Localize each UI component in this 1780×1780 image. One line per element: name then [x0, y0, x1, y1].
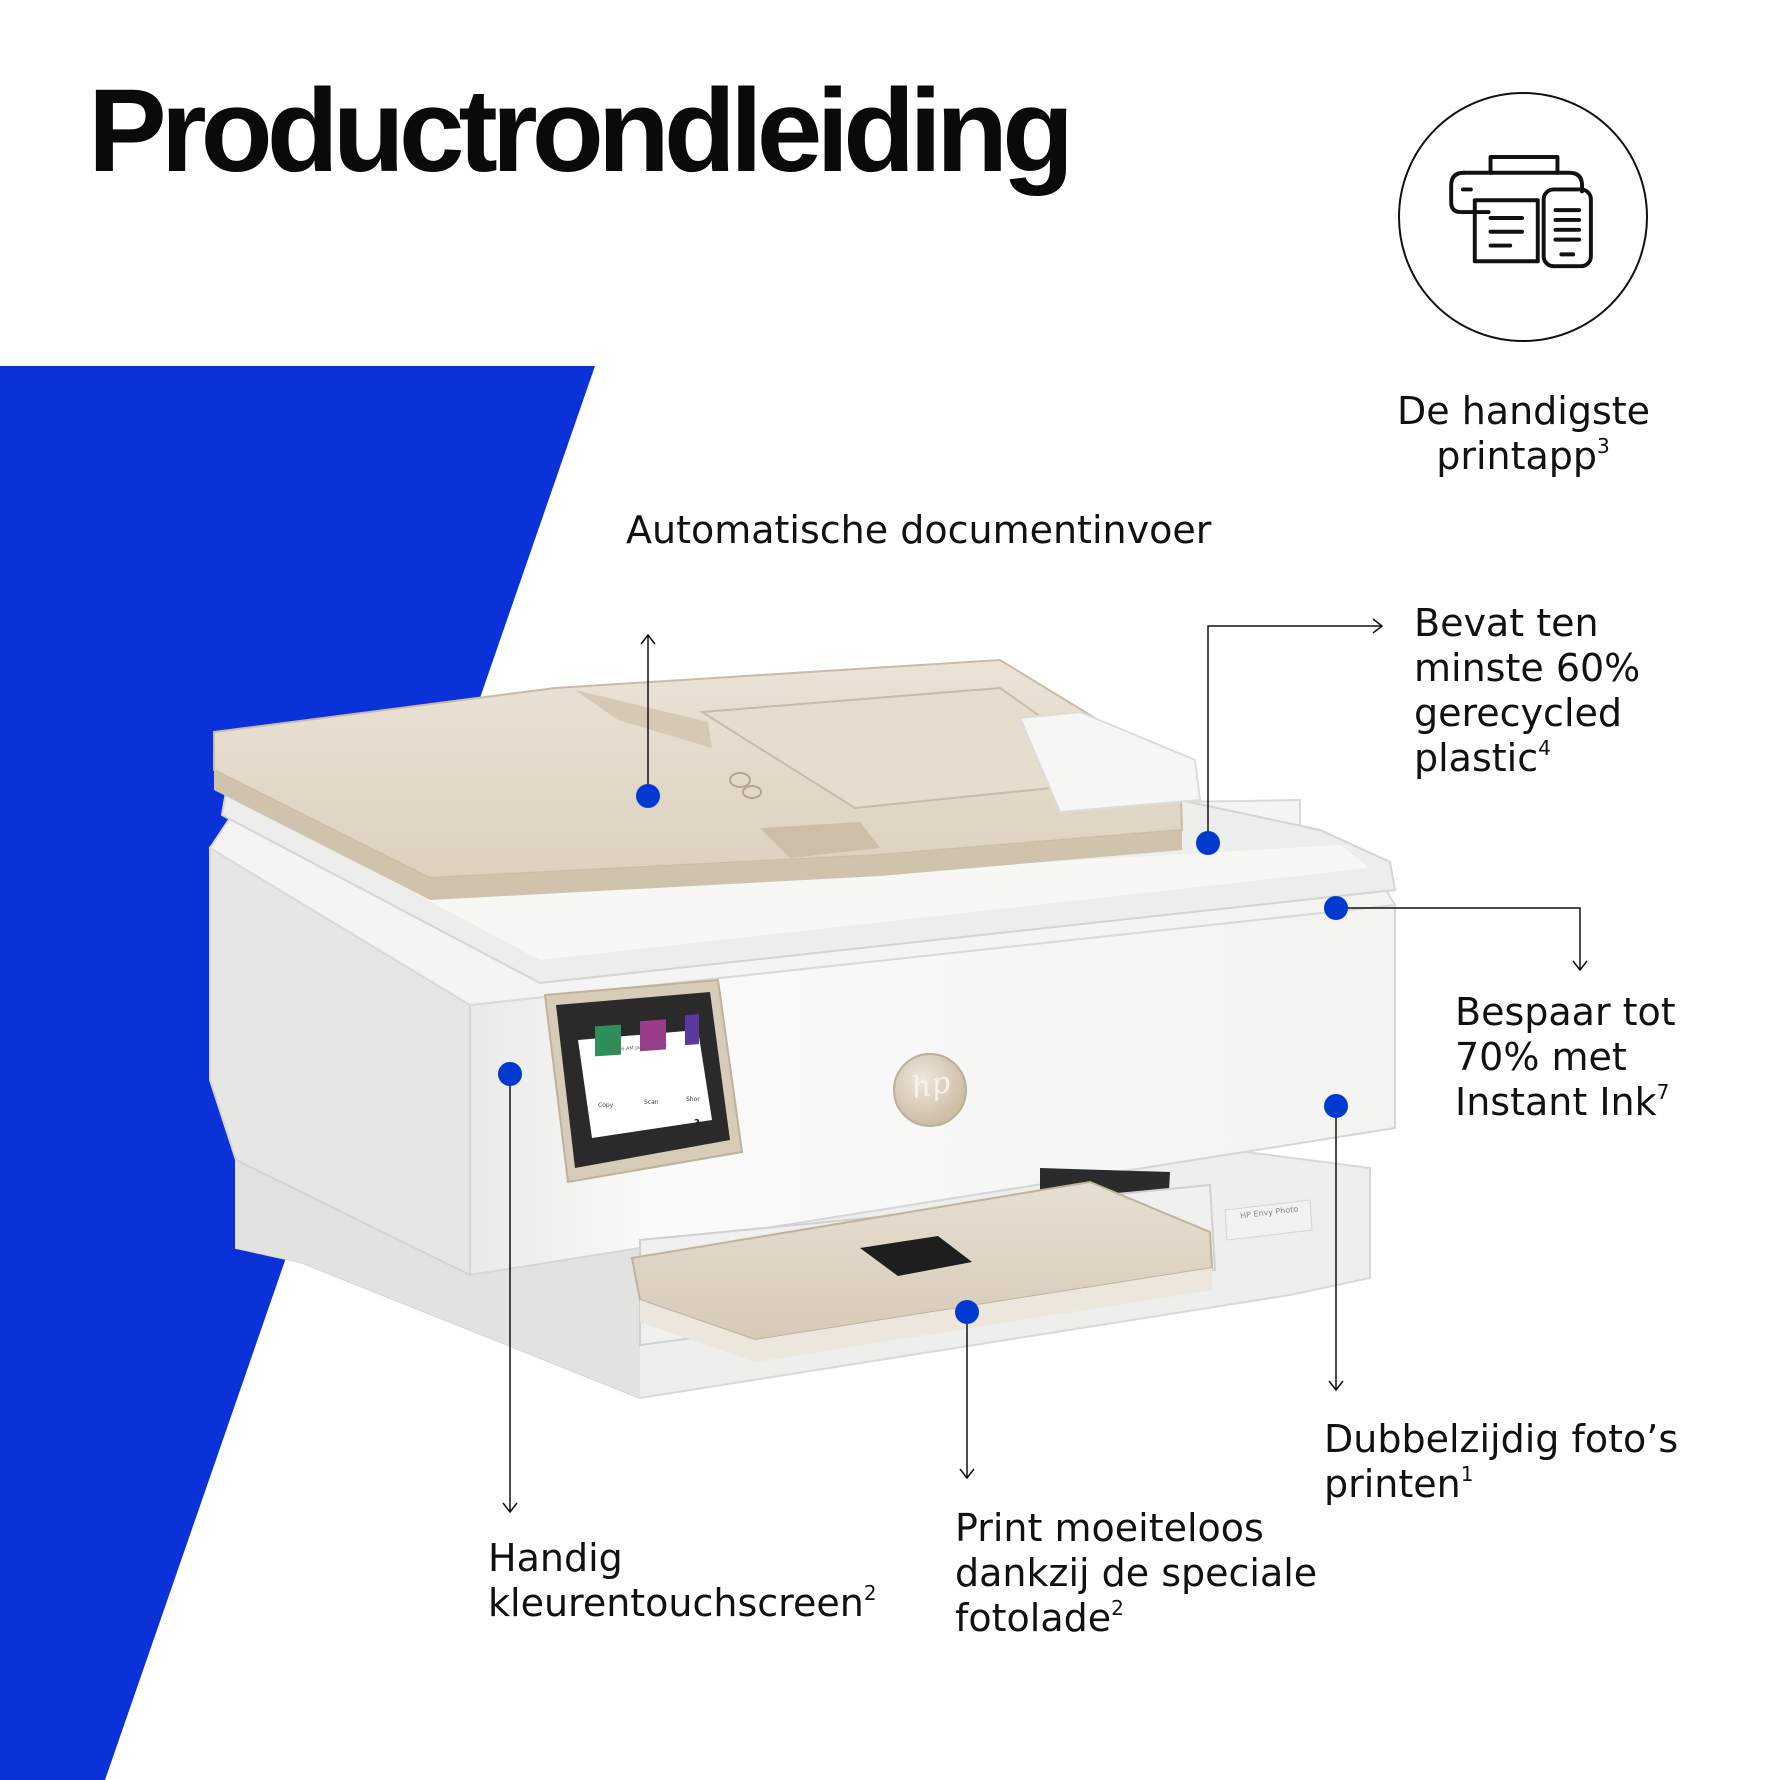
callout-photo-tray: Print moeiteloos dankzij de speciale fot…: [955, 1506, 1317, 1641]
callout-photo-tray-line3: fotolade: [955, 1596, 1112, 1640]
callout-adf-line1: Automatische documentinvoer: [626, 508, 1212, 552]
callout-touchscreen-line1: Handig: [488, 1536, 623, 1580]
screen-help-glyph: ?: [694, 1118, 700, 1129]
callout-recycled-line2: minste 60%: [1414, 646, 1641, 690]
callout-duplex: Dubbelzijdig foto’s printen1: [1324, 1417, 1678, 1507]
callout-recycled: Bevat ten minste 60% gerecycled plastic4: [1414, 601, 1640, 781]
app-badge-label-line1: De handigste: [1397, 389, 1651, 433]
callout-photo-tray-footnote: 2: [1111, 1596, 1124, 1620]
callout-adf: Automatische documentinvoer: [626, 508, 1211, 553]
printer-and-phone-icon: [1449, 155, 1593, 269]
callout-instant-ink: Bespaar tot 70% met Instant Ink7: [1455, 990, 1676, 1125]
callout-recycled-line4: plastic: [1414, 736, 1539, 780]
screen-tile-copy-label: Copy: [598, 1102, 614, 1109]
callout-duplex-line2: printen: [1324, 1462, 1461, 1506]
callout-touchscreen-line2: kleurentouchscreen: [488, 1581, 864, 1625]
app-badge-circle: [1398, 92, 1648, 342]
callout-duplex-line1: Dubbelzijdig foto’s: [1324, 1417, 1679, 1461]
callout-duplex-footnote: 1: [1460, 1462, 1474, 1486]
callout-instant-ink-line1: Bespaar tot: [1455, 990, 1676, 1034]
callout-instant-ink-footnote: 7: [1656, 1080, 1670, 1104]
page-title: Productrondleiding: [88, 65, 1074, 197]
app-badge-label-line2: printapp: [1436, 434, 1598, 478]
callout-instant-ink-line2: 70% met: [1455, 1035, 1627, 1079]
app-badge-label: De handigste printapp3: [1397, 389, 1651, 479]
callout-photo-tray-line2: dankzij de speciale: [955, 1551, 1318, 1595]
app-badge-footnote: 3: [1597, 434, 1610, 458]
callout-touchscreen: Handig kleurentouchscreen2: [488, 1536, 877, 1626]
callout-recycled-line1: Bevat ten: [1414, 601, 1599, 645]
callout-instant-ink-line3: Instant Ink: [1455, 1080, 1657, 1124]
callout-recycled-line3: gerecycled: [1414, 691, 1622, 735]
callout-recycled-footnote: 4: [1538, 736, 1551, 760]
screen-tile-shortcut-label: Shor: [686, 1096, 700, 1103]
screen-tile-scan-label: Scan: [644, 1099, 659, 1106]
callout-touchscreen-footnote: 2: [863, 1581, 877, 1605]
callout-photo-tray-line1: Print moeiteloos: [955, 1506, 1264, 1550]
